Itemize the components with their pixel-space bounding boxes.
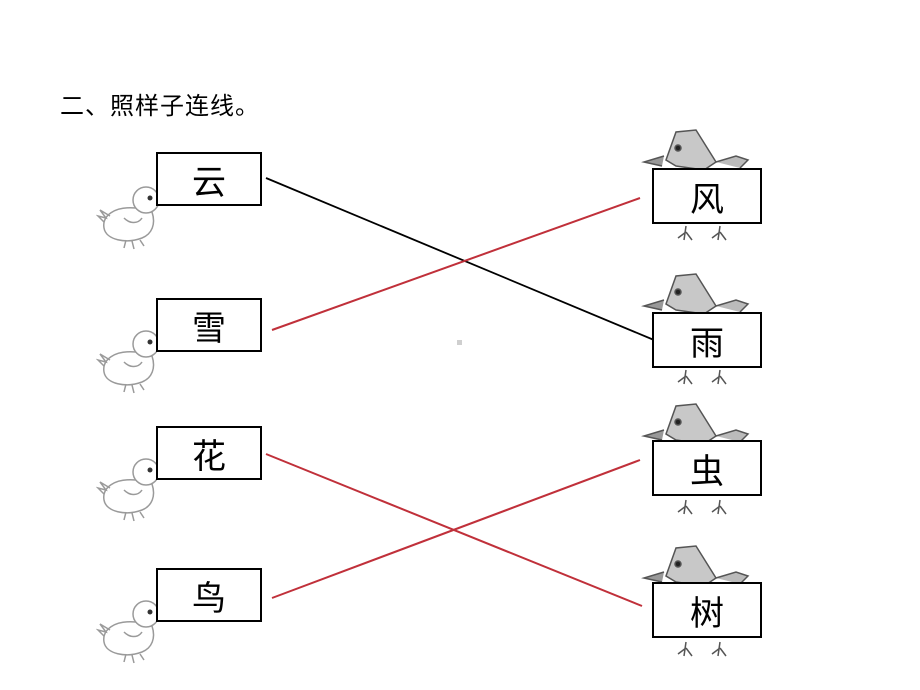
left-word-xue: 雪 (156, 298, 262, 352)
right-word-chong: 虫 (652, 440, 762, 496)
line-niao-chong (271, 459, 641, 599)
hen-icon (641, 545, 750, 657)
center-dot (457, 340, 462, 345)
left-word-yun: 云 (156, 152, 262, 206)
right-word-feng: 风 (652, 168, 762, 224)
line-xue-feng (271, 197, 641, 331)
left-word-niao: 鸟 (156, 568, 262, 622)
exercise-title: 二、照样子连线。 (60, 92, 260, 120)
hen-icon (641, 273, 750, 385)
right-word-shu: 树 (652, 582, 762, 638)
hen-icon (641, 403, 750, 515)
line-yun-yu (265, 177, 655, 341)
chick-icon (96, 458, 166, 522)
right-word-yu: 雨 (652, 312, 762, 368)
hen-icon (641, 129, 750, 241)
left-word-hua: 花 (156, 426, 262, 480)
